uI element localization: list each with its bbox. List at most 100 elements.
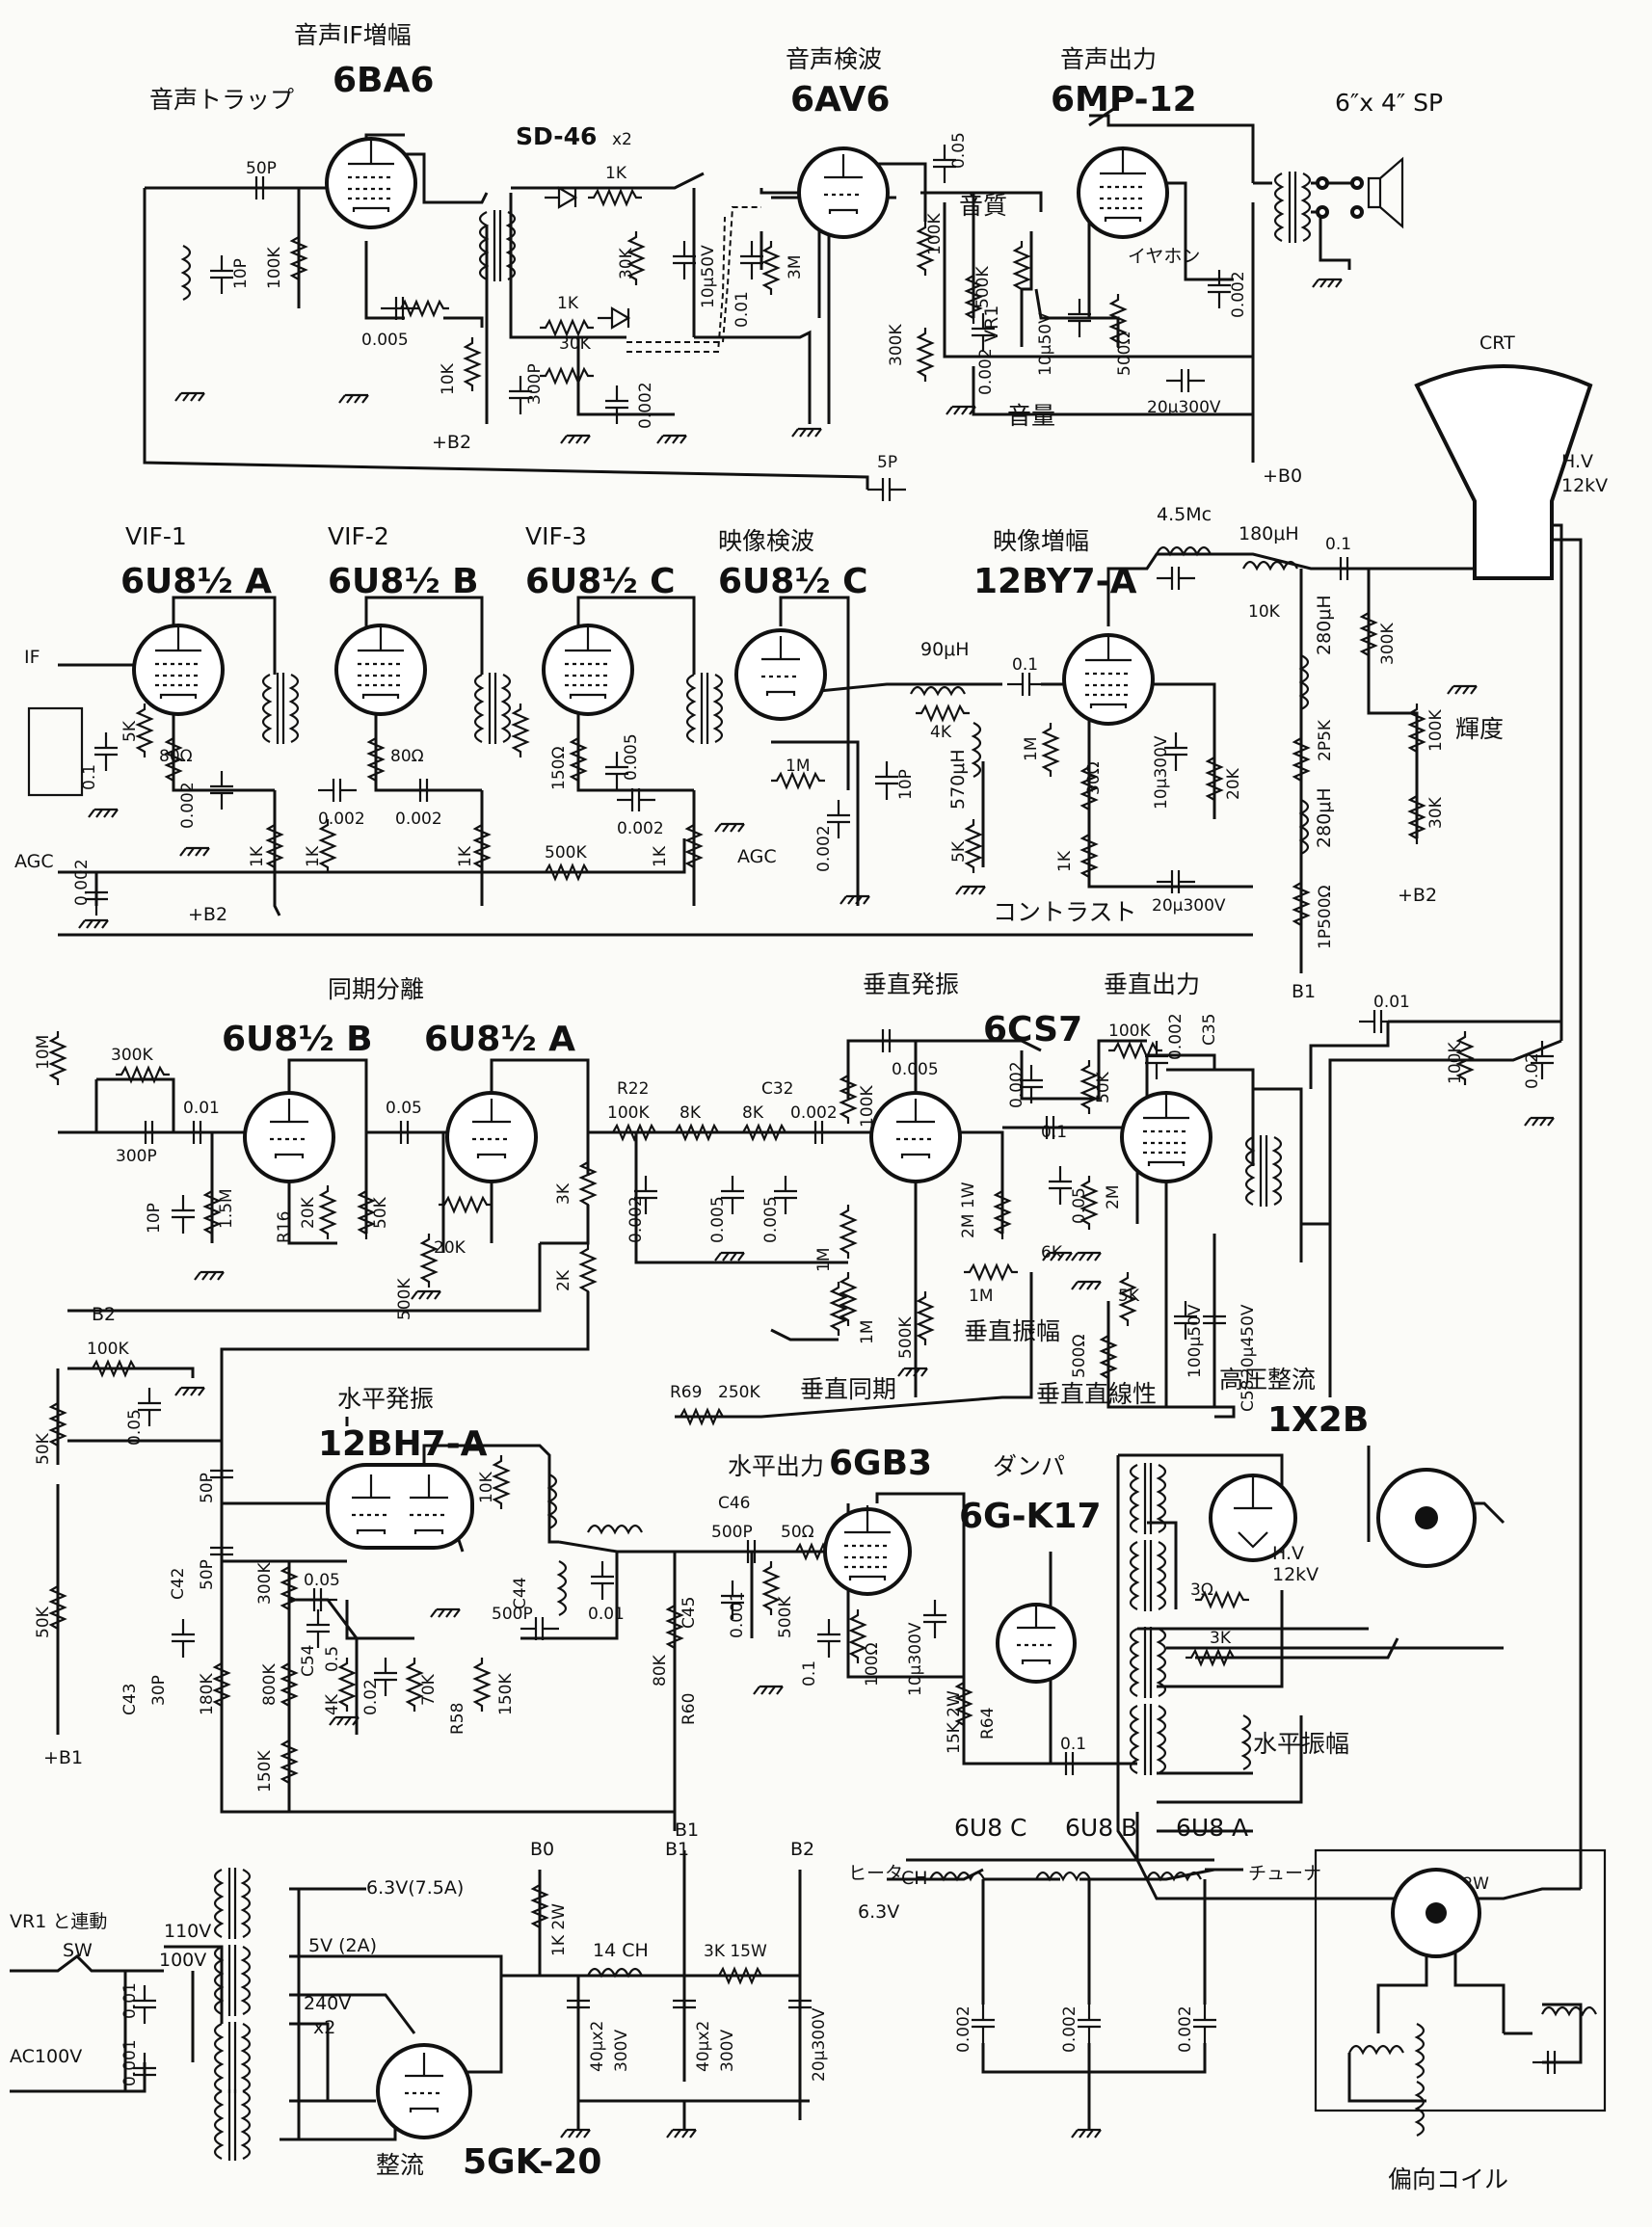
vdet-func: 映像検波 <box>718 527 814 555</box>
v2-c01c: 0.1 <box>1325 535 1351 554</box>
v4-c44: C44 <box>511 1577 530 1609</box>
deflect-coil-box <box>1314 1848 1607 2112</box>
v4-c500p2: 500P <box>711 1523 753 1542</box>
sdet-tube-name: 6AV6 <box>790 80 890 120</box>
v4-c54: C54 <box>299 1644 318 1677</box>
sync-b-name: 6U8½ B <box>222 1020 373 1059</box>
v3-r100k4: 100K <box>1446 1042 1465 1084</box>
v4-r15k2w: 15K 2W <box>945 1690 964 1754</box>
val-c0005: 0.005 <box>361 331 409 350</box>
b0-label-2: B0 <box>530 1839 554 1860</box>
ac100-label: AC100V <box>10 2046 82 2067</box>
crt-icon <box>1414 364 1593 580</box>
v2-r150o: 150Ω <box>549 747 569 790</box>
v4-c01b: 0.1 <box>1060 1735 1086 1754</box>
v3-c0002d: 0.002 <box>1166 1013 1186 1060</box>
v3-c32: C32 <box>761 1079 794 1099</box>
v5-c0002b: 0.002 <box>1060 2005 1079 2053</box>
v4-r70k: 70K <box>419 1673 439 1706</box>
hv-label-2: H.V <box>1272 1543 1304 1564</box>
v2-r1k7: 1K <box>1055 850 1075 872</box>
v3-r250k: 250K <box>718 1383 760 1402</box>
val-r30k: 30K <box>617 247 636 279</box>
v2-r300k2: 300K <box>1378 623 1398 665</box>
v2-c0002h: 0.002 <box>814 825 834 872</box>
v3-c0002: 0.002 <box>790 1103 838 1123</box>
v2-r500k2: 500K <box>545 843 587 863</box>
vif1-name: 6U8½ A <box>120 562 272 601</box>
heater-v-label: 6.3V <box>858 1901 899 1923</box>
vif3-name: 6U8½ C <box>525 562 676 601</box>
v3-r20k2: 20K <box>434 1238 466 1258</box>
v3-r50k2: 50K <box>1094 1071 1113 1103</box>
v3-r8k: 8K <box>679 1103 702 1123</box>
deflect-label: 偏向コイル <box>1388 2165 1508 2193</box>
vamp-ctl-label: 垂直振幅 <box>964 1317 1060 1345</box>
v4-c001: 0.01 <box>588 1605 625 1624</box>
v4-r4k: 4K <box>323 1693 342 1715</box>
v4-c45: C45 <box>679 1596 699 1629</box>
v2-r1m2: 1M <box>1022 737 1041 761</box>
val-r1k2: 1K <box>557 294 579 313</box>
hv-v-label-1: 12kV <box>1561 475 1608 496</box>
v3-r5k: 5K <box>1118 1287 1140 1306</box>
val-c10p: 10P <box>231 258 251 289</box>
v5-c20u300: 20μ300V <box>810 2007 829 2082</box>
v2-r1k3: 1K <box>248 845 267 867</box>
v4-r80k: 80K <box>651 1654 670 1687</box>
v4-r60: R60 <box>679 1693 699 1725</box>
hout-name: 6GB3 <box>829 1444 932 1483</box>
v4-c50p: 50P <box>198 1473 217 1503</box>
v3-r1mb: 1M <box>969 1287 993 1306</box>
rect-name: 5GK-20 <box>463 2142 601 2182</box>
hvr-name: 1X2B <box>1267 1400 1369 1440</box>
v4-c005b: 0.05 <box>304 1571 340 1590</box>
mc45-label: 4.5Mc <box>1157 504 1212 525</box>
v2-r20k: 20K <box>1224 767 1243 800</box>
b0-label-1: +B0 <box>1263 465 1302 487</box>
tube-vdet-icon <box>734 628 827 721</box>
b2-label-4: B2 <box>92 1304 116 1325</box>
agc-in-label: AGC <box>14 851 54 872</box>
sound-section: 音声IF増幅 6BA6 音声トラップ 音声検波 6AV6 音声出力 6MP-12… <box>143 21 1443 503</box>
v3-c002: 0.02 <box>1523 1052 1542 1089</box>
hout-func: 水平出力 <box>728 1452 824 1480</box>
sync-func: 同期分離 <box>328 975 424 1003</box>
v3-r1m2: 1M <box>858 1320 877 1344</box>
val-r30k2: 30K <box>559 334 592 354</box>
vout-func: 垂直出力 <box>1104 970 1200 998</box>
v5-c40uv: 300V <box>612 2030 631 2072</box>
power-section: 整流 5GK-20 偏向コイル ヒータ CH チューナ 6.3V 6U8 C 6… <box>10 1814 1607 2193</box>
v5-c001: 0.01 <box>120 1982 140 2019</box>
v3-c20u450: 20μ450V <box>1239 1304 1258 1378</box>
v5-label: 5V (2A) <box>308 1935 377 1956</box>
v4-r64: R64 <box>978 1708 998 1740</box>
vlin-label: 垂直直線性 <box>1036 1380 1157 1408</box>
v4-c42: C42 <box>169 1567 188 1600</box>
uh570-label: 570μH <box>947 749 969 810</box>
v4-r800k: 800K <box>260 1663 280 1706</box>
v3-c300p: 300P <box>116 1147 157 1166</box>
v3-r500o: 500Ω <box>1070 1335 1089 1378</box>
v3-r10m: 10M <box>34 1035 53 1070</box>
horizontal-section: 水平発振 12BH7-A 水平出力 6GB3 ダンパ 6G-K17 高圧整流 1… <box>34 1340 1583 1918</box>
v3-r3k: 3K <box>554 1182 573 1205</box>
v2-c0002d: 0.002 <box>178 782 198 829</box>
v2-c0002e: 0.002 <box>318 810 365 829</box>
sw-label: SW <box>63 1940 93 1961</box>
val-c0002b: 0.002 <box>976 348 996 395</box>
b1-label-2: +B1 <box>43 1747 83 1768</box>
video-if-section: CRT VIF-1 6U8½ A VIF-2 6U8½ B VIF-3 6U8½… <box>14 332 1608 1658</box>
speaker-label: 6″x 4″ SP <box>1335 89 1443 117</box>
tube-sync-b-icon <box>243 1091 335 1183</box>
crt-label: CRT <box>1479 332 1515 354</box>
brightness-label: 輝度 <box>1455 715 1504 743</box>
vamp-func: 映像増幅 <box>993 527 1089 555</box>
sout-func-label: 音声出力 <box>1060 45 1157 73</box>
v3-c0002b: 0.002 <box>626 1196 646 1243</box>
vamp-name: 12BY7-A <box>973 562 1137 601</box>
heater-ch-label: CH <box>901 1868 928 1889</box>
val-r300k: 300K <box>887 324 906 366</box>
sound-trap-label: 音声トラップ <box>149 86 294 114</box>
